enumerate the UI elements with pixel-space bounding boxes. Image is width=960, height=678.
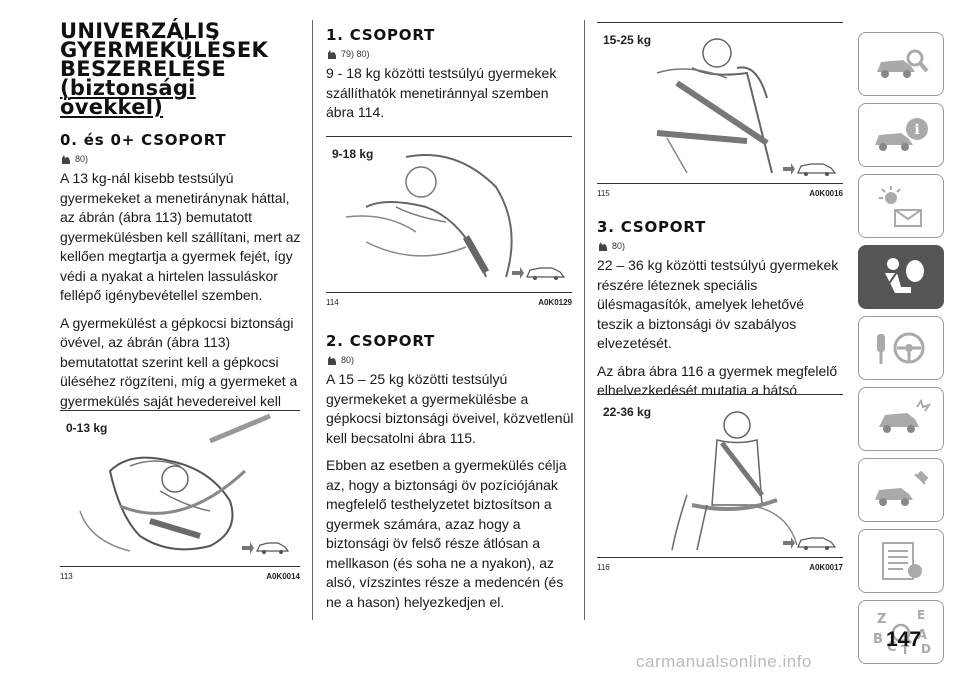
warning-hand-icon xyxy=(328,50,336,59)
figure-caption: 113 A0K0014 xyxy=(60,572,300,581)
figure-code: A0K0016 xyxy=(809,189,843,198)
tab-car-search[interactable] xyxy=(858,32,944,96)
car-info-icon: i xyxy=(875,118,928,151)
direction-car-icon xyxy=(783,163,837,176)
column-divider xyxy=(312,20,313,620)
watermark: carmanualsonline.info xyxy=(636,652,812,671)
paragraph: 9 - 18 kg közötti testsúlyú gyermekek sz… xyxy=(326,65,557,120)
tab-starting-driving[interactable] xyxy=(858,316,944,380)
section-heading-group-0: 0. és 0+ CSOPORT xyxy=(60,131,227,149)
warning-reference: 80) xyxy=(597,240,843,252)
index-letter: D xyxy=(921,642,931,656)
index-letter: E xyxy=(917,608,925,622)
paragraph: A 15 – 25 kg közötti testsúlyú gyermekek… xyxy=(326,371,574,446)
column-2-lower: 2. CSOPORT 80) A 15 – 25 kg közötti test… xyxy=(326,332,574,620)
infant-seat-illustration xyxy=(79,413,271,552)
warning-hand-icon xyxy=(62,155,70,164)
direction-car-icon xyxy=(783,537,837,550)
warning-reference: 80) xyxy=(60,153,302,165)
figure-number: 114 xyxy=(326,298,339,307)
figure-caption: 115 A0K0016 xyxy=(597,189,843,198)
paragraph: 22 – 36 kg közötti testsúlyú gyermekek r… xyxy=(597,257,839,351)
warning-reference: 80) xyxy=(326,354,574,366)
warning-hand-icon xyxy=(328,356,336,365)
weight-label: 15-25 kg xyxy=(603,33,652,47)
figure-number: 115 xyxy=(597,189,610,198)
toddler-seat-illustration xyxy=(345,154,513,278)
figure-115: 15-25 kg 115 A0K0016 xyxy=(597,22,843,198)
section-heading-group-2: 2. CSOPORT xyxy=(326,332,436,350)
specifications-icon xyxy=(882,542,922,580)
column-2: 1. CSOPORT 79) 80) 9 - 18 kg közötti tes… xyxy=(326,0,574,131)
paragraph: A 13 kg-nál kisebb testsúlyú gyermekeket… xyxy=(60,170,301,303)
tab-safety[interactable] xyxy=(858,245,944,309)
index-letter: T xyxy=(901,643,910,657)
figure-number: 113 xyxy=(60,572,73,581)
weight-label: 22-36 kg xyxy=(603,405,652,419)
index-letter: Z xyxy=(877,612,886,627)
chapter-tabs: i Z E B A C T D xyxy=(858,32,946,671)
index-letter: B xyxy=(873,632,883,647)
weight-label: 0-13 kg xyxy=(66,421,108,435)
tab-maintenance[interactable] xyxy=(858,458,944,522)
figure-number: 116 xyxy=(597,563,610,572)
figure-caption: 116 A0K0017 xyxy=(597,563,843,572)
column-divider xyxy=(584,20,585,620)
page-number: 147 xyxy=(886,628,922,651)
figure-code: A0K0129 xyxy=(538,298,572,307)
car-search-icon xyxy=(877,49,929,78)
section-heading-group-1: 1. CSOPORT xyxy=(326,26,436,44)
weight-label: 9-18 kg xyxy=(332,147,374,161)
direction-car-icon xyxy=(242,542,290,554)
figure-113: 0-13 kg 113 A0K0014 xyxy=(60,410,300,581)
index-letters-icon: Z E B A C T D xyxy=(873,608,931,657)
airbag-seat-icon xyxy=(880,258,924,296)
warning-lights-icon xyxy=(879,186,922,227)
warning-reference: 79) 80) xyxy=(326,48,574,60)
booster-seat-illustration xyxy=(656,38,773,174)
figure-caption: 114 A0K0129 xyxy=(326,298,572,307)
figure-code: A0K0014 xyxy=(266,572,300,581)
tab-index[interactable]: Z E B A C T D xyxy=(858,600,944,664)
warning-hand-icon xyxy=(599,242,607,251)
key-steering-wheel-icon xyxy=(877,332,925,364)
page-title: UNIVERZÁLIS GYERMEKÜLÉSEK BESZERELÉSE (b… xyxy=(60,19,269,119)
figure-116: 22-36 kg 116 A0K0017 xyxy=(597,394,843,572)
tab-technical-data[interactable] xyxy=(858,529,944,593)
index-letter: C xyxy=(887,640,897,655)
car-service-icon xyxy=(875,470,929,506)
direction-car-icon xyxy=(512,267,566,280)
paragraph: Ebben az esetben a gyermekülés célja az,… xyxy=(326,457,567,610)
figure-114: 9-18 kg 114 A0K0129 xyxy=(326,136,572,307)
svg-text:i: i xyxy=(914,122,919,138)
column-1: UNIVERZÁLIS GYERMEKÜLÉSEK BESZERELÉSE (b… xyxy=(60,0,302,439)
tab-car-info[interactable]: i xyxy=(858,103,944,167)
index-letter: A xyxy=(917,628,927,643)
section-heading-group-3: 3. CSOPORT xyxy=(597,218,707,236)
tab-warning-lights[interactable] xyxy=(858,174,944,238)
tab-emergency[interactable] xyxy=(858,387,944,451)
child-with-belt-illustration xyxy=(671,411,798,551)
figure-code: A0K0017 xyxy=(809,563,843,572)
car-crash-icon xyxy=(879,398,931,433)
